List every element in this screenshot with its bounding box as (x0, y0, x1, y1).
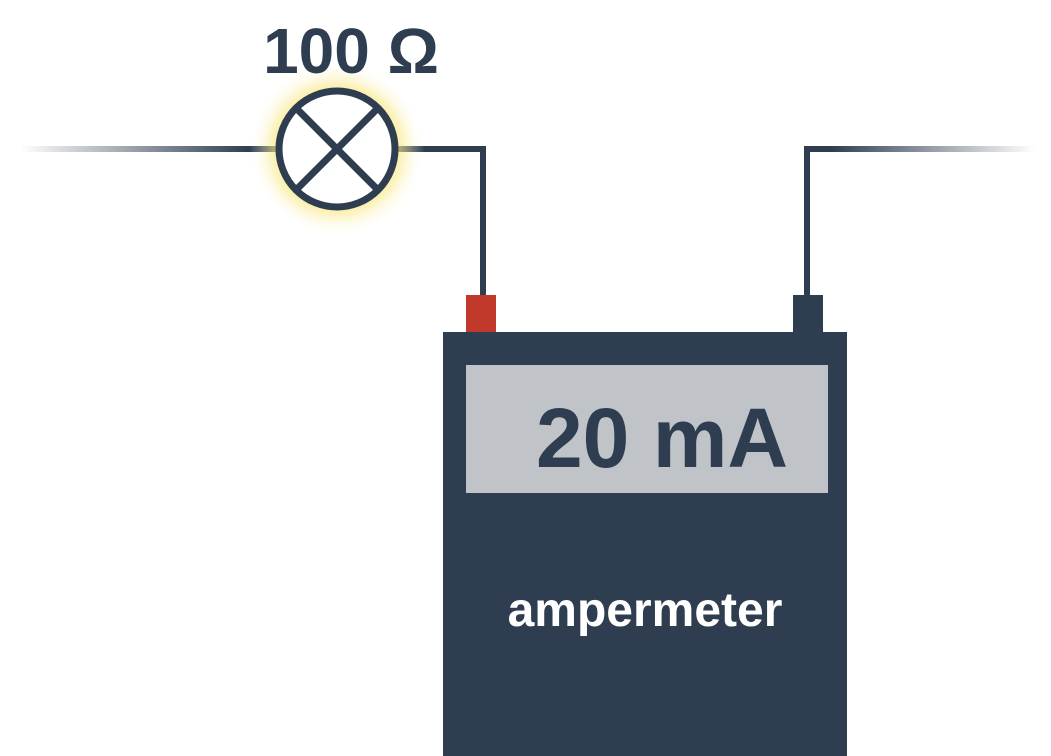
negative-terminal (793, 295, 823, 335)
resistance-label: 100 Ω (263, 15, 439, 87)
wire-ammeter-to-right (804, 146, 832, 300)
positive-terminal (466, 295, 496, 335)
lamp-icon (275, 87, 399, 211)
wire-right-fade (830, 146, 1035, 152)
ammeter-display (466, 365, 828, 493)
ammeter-label: ampermeter (508, 584, 783, 637)
ammeter-reading: 20 mA (536, 391, 788, 485)
wire-left-fade (20, 146, 278, 152)
